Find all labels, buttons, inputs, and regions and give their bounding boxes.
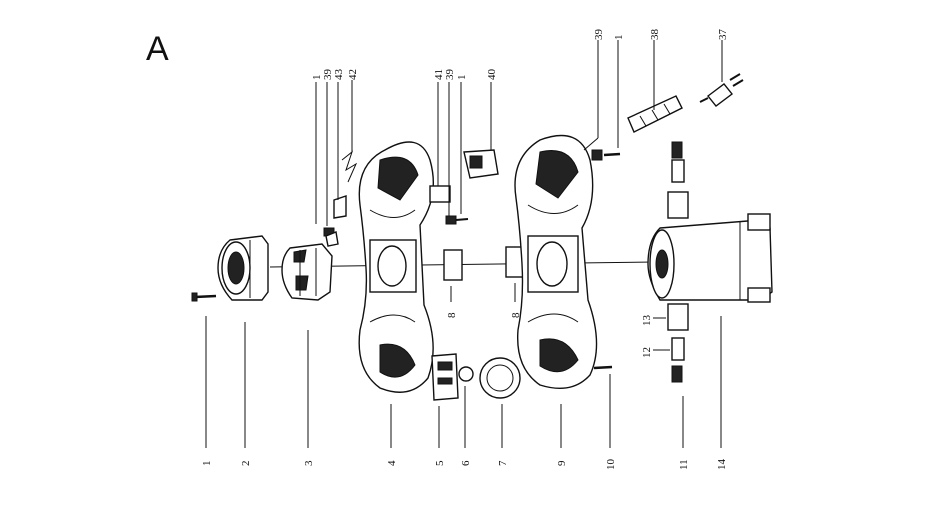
- callout-top-42: 42: [347, 69, 359, 80]
- callout-5: 5: [434, 460, 446, 466]
- callout-top-39-left: 39: [322, 69, 334, 81]
- housing-half-part-4: [358, 141, 435, 393]
- callout-top-39-mid: 39: [444, 69, 456, 81]
- callout-6: 6: [460, 460, 472, 466]
- knob-part-7: [479, 357, 521, 399]
- callout-2: 2: [240, 461, 252, 467]
- brush-holder-parts: [323, 150, 469, 247]
- brush-spring-set-top: [667, 141, 689, 219]
- power-plug-part-37: [699, 73, 744, 107]
- callout-9: 9: [556, 460, 568, 466]
- callout-12: 12: [641, 347, 653, 358]
- callout-top-38: 38: [649, 29, 661, 41]
- callout-top-1-right: 1: [613, 35, 625, 41]
- callout-14: 14: [716, 459, 728, 471]
- callout-7: 7: [497, 460, 509, 466]
- middle-callout-labels: 8 8 13 12: [446, 312, 653, 358]
- cord-guard-part-38: [627, 95, 683, 133]
- carbon-brush-part-8-left: [443, 249, 463, 281]
- callout-top-43: 43: [333, 69, 345, 81]
- nut-part-6: [458, 366, 474, 382]
- bottom-leader-lines: [205, 40, 723, 448]
- callout-3: 3: [303, 460, 315, 466]
- callout-top-1-left: 1: [311, 75, 323, 81]
- switch-plate-part-5: [431, 353, 459, 401]
- callout-1: 1: [201, 461, 213, 467]
- callout-8-left: 8: [446, 312, 458, 318]
- motor-part-14: [647, 213, 773, 303]
- callout-top-1-mid: 1: [456, 75, 468, 81]
- callout-8-right: 8: [510, 312, 522, 318]
- screw-part-1: [191, 292, 217, 302]
- cord-clamp-part-1: [591, 149, 603, 161]
- housing-half-part-9: [514, 134, 598, 389]
- callout-11: 11: [678, 459, 690, 470]
- end-cap-part-2: [217, 235, 269, 301]
- callout-10: 10: [605, 459, 617, 471]
- section-letter: A: [146, 30, 169, 68]
- callout-top-40: 40: [486, 69, 498, 81]
- callout-top-37: 37: [717, 29, 729, 41]
- screw-part-39: [603, 152, 621, 157]
- callout-top-41: 41: [433, 69, 445, 80]
- screw-part-10: [593, 365, 613, 370]
- brush-spring-set-bottom: [667, 303, 689, 383]
- bottom-callout-labels: 1 2 3 4 5 6 7 9 10 11 14: [201, 459, 728, 471]
- callout-4: 4: [386, 460, 398, 466]
- fan-part-3: [281, 243, 333, 301]
- switch-part-40: [463, 149, 499, 179]
- callout-top-39-right: 39: [593, 29, 605, 41]
- top-callout-labels: 1 39 43 42 41 39 1 40 39 1 38 37: [311, 29, 729, 81]
- callout-13: 13: [641, 315, 653, 327]
